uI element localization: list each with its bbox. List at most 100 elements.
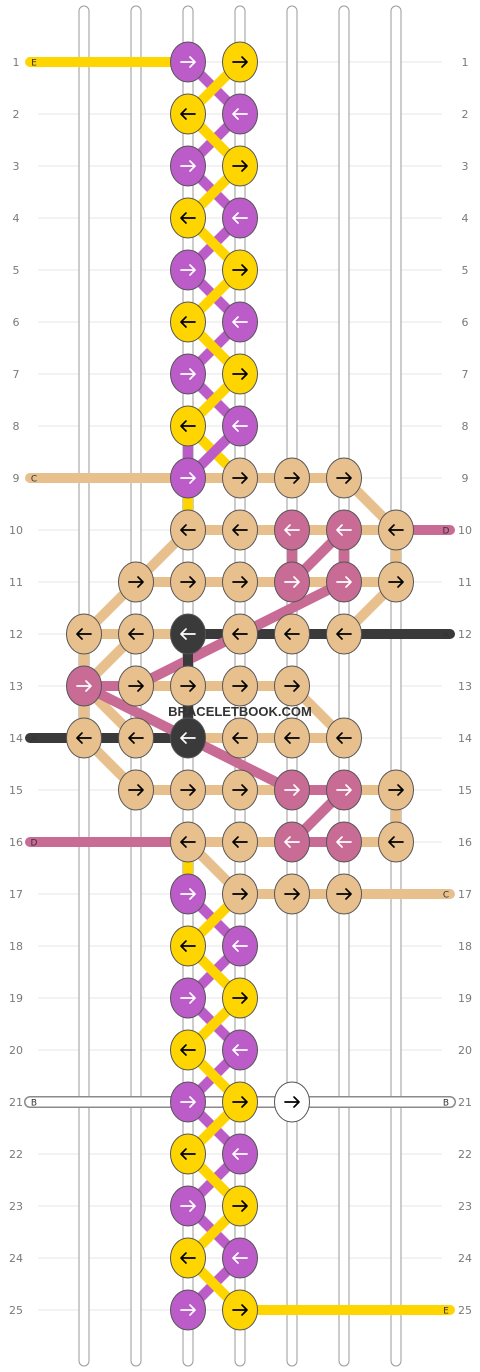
knot xyxy=(170,301,206,343)
knot xyxy=(222,353,258,395)
knot xyxy=(222,821,258,863)
knot xyxy=(170,925,206,967)
row-number-left: 22 xyxy=(9,1148,23,1161)
thread-label-left: A xyxy=(31,735,38,745)
knot xyxy=(170,1289,206,1331)
arrow-left-icon xyxy=(180,732,196,744)
arrow-right-icon xyxy=(336,576,352,588)
arrow-left-icon xyxy=(180,1148,196,1160)
knot xyxy=(222,717,258,759)
arrow-right-icon xyxy=(232,784,248,796)
arrow-left-icon xyxy=(76,732,92,744)
arrow-left-icon xyxy=(232,628,248,640)
row-number-right: 7 xyxy=(462,368,469,381)
knot xyxy=(222,925,258,967)
row-number-right: 2 xyxy=(462,108,469,121)
knot xyxy=(170,93,206,135)
knot xyxy=(118,665,154,707)
row-number-left: 3 xyxy=(13,160,20,173)
row-number-left: 21 xyxy=(9,1096,23,1109)
arrow-right-icon xyxy=(232,56,248,68)
row-number-right: 25 xyxy=(458,1304,472,1317)
thread-label-left: B xyxy=(31,1099,37,1109)
knot xyxy=(170,41,206,83)
knot xyxy=(274,821,310,863)
knot xyxy=(274,561,310,603)
row-number-left: 16 xyxy=(9,836,23,849)
row-number-right: 15 xyxy=(458,784,472,797)
arrow-right-icon xyxy=(76,680,92,692)
knot xyxy=(326,873,362,915)
arrow-left-icon xyxy=(336,836,352,848)
arrow-right-icon xyxy=(128,576,144,588)
knot xyxy=(222,977,258,1019)
row-number-right: 4 xyxy=(462,212,469,225)
knot xyxy=(222,93,258,135)
arrow-left-icon xyxy=(180,940,196,952)
row-number-left: 4 xyxy=(13,212,20,225)
arrow-right-icon xyxy=(284,576,300,588)
row-number-right: 5 xyxy=(462,264,469,277)
arrow-left-icon xyxy=(284,732,300,744)
knot xyxy=(274,613,310,655)
knot xyxy=(274,717,310,759)
arrow-left-icon xyxy=(336,732,352,744)
arrow-left-icon xyxy=(232,420,248,432)
row-number-left: 12 xyxy=(9,628,23,641)
knot xyxy=(170,717,206,759)
arrow-right-icon xyxy=(284,1096,300,1108)
arrow-left-icon xyxy=(232,940,248,952)
row-number-right: 10 xyxy=(458,524,472,537)
arrow-right-icon xyxy=(180,160,196,172)
arrow-left-icon xyxy=(232,1148,248,1160)
knot xyxy=(118,561,154,603)
row-number-right: 17 xyxy=(458,888,472,901)
knot xyxy=(170,353,206,395)
knot xyxy=(378,769,414,811)
row-number-right: 12 xyxy=(458,628,472,641)
arrow-left-icon xyxy=(232,732,248,744)
arrow-right-icon xyxy=(232,1200,248,1212)
arrow-left-icon xyxy=(180,836,196,848)
thread-label-right: B xyxy=(443,1099,449,1109)
arrow-right-icon xyxy=(336,888,352,900)
knot xyxy=(222,145,258,187)
arrow-left-icon xyxy=(180,420,196,432)
knot xyxy=(378,509,414,551)
row-number-right: 1 xyxy=(462,56,469,69)
knot xyxy=(170,873,206,915)
thread-label-left: C xyxy=(31,475,37,485)
arrow-right-icon xyxy=(180,368,196,380)
arrow-left-icon xyxy=(284,836,300,848)
arrow-right-icon xyxy=(232,992,248,1004)
arrow-right-icon xyxy=(336,472,352,484)
knot xyxy=(326,457,362,499)
knot xyxy=(326,769,362,811)
row-number-left: 23 xyxy=(9,1200,23,1213)
arrow-left-icon xyxy=(180,524,196,536)
knot xyxy=(222,509,258,551)
row-number-left: 10 xyxy=(9,524,23,537)
knot xyxy=(170,613,206,655)
knot xyxy=(170,561,206,603)
arrow-left-icon xyxy=(336,628,352,640)
arrow-right-icon xyxy=(336,784,352,796)
knot xyxy=(118,769,154,811)
arrow-right-icon xyxy=(128,784,144,796)
arrow-right-icon xyxy=(180,1096,196,1108)
arrow-left-icon xyxy=(232,836,248,848)
knot xyxy=(66,717,102,759)
row-number-left: 25 xyxy=(9,1304,23,1317)
row-number-left: 19 xyxy=(9,992,23,1005)
arrow-right-icon xyxy=(180,784,196,796)
arrow-left-icon xyxy=(76,628,92,640)
row-number-right: 24 xyxy=(458,1252,472,1265)
arrow-left-icon xyxy=(180,316,196,328)
knot xyxy=(378,821,414,863)
arrow-right-icon xyxy=(232,160,248,172)
row-number-left: 5 xyxy=(13,264,20,277)
row-number-right: 16 xyxy=(458,836,472,849)
row-number-right: 3 xyxy=(462,160,469,173)
